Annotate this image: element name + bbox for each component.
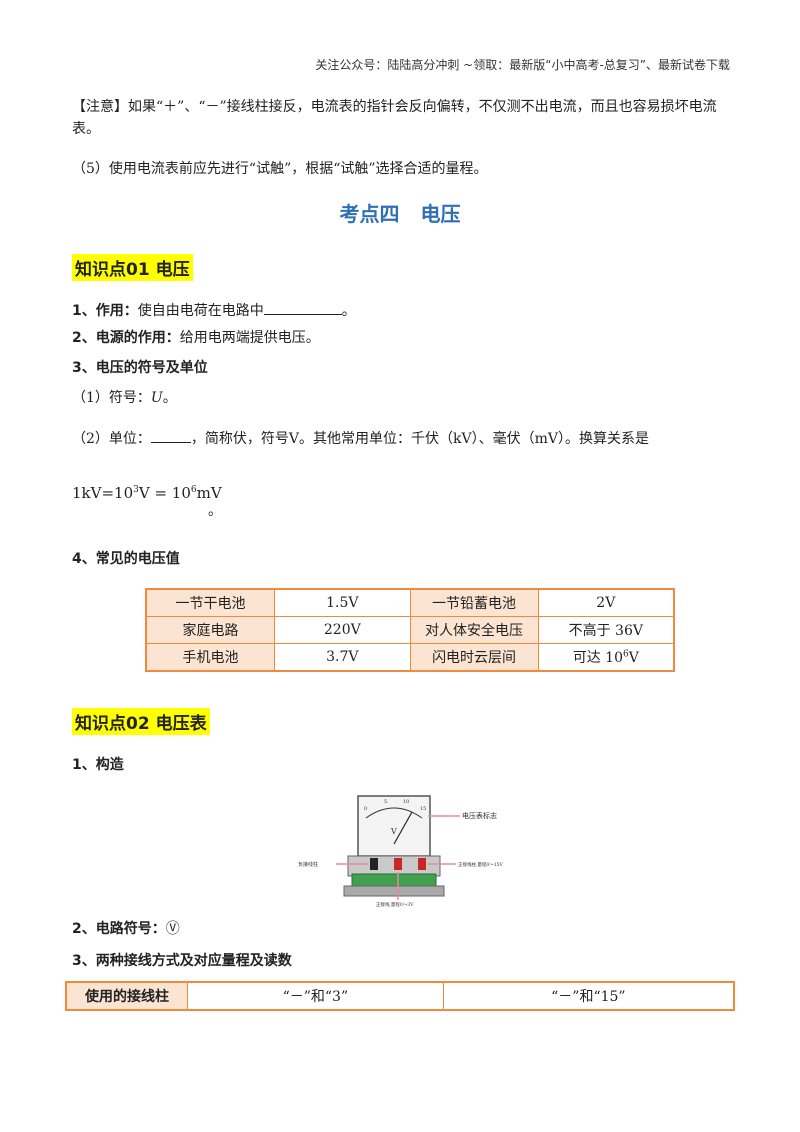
table-cell: 家庭电路 [145, 616, 276, 644]
kp2-item2-label: 2、电路符号： [72, 921, 166, 937]
scale-label-5: 5 [384, 799, 387, 805]
neg-label: 负接线柱 [298, 861, 318, 868]
fill-blank [263, 298, 342, 315]
table-cell: 闪电时云层间 [409, 643, 539, 672]
pos3-label: 正接线,量程0～3V [376, 901, 414, 908]
scale-label-15: 15 [420, 806, 426, 812]
voltmeter-figure: 0 5 10 15 V 电压表标志 负接线柱 正接线柱,量程0～15V 正接线,… [298, 795, 504, 908]
unit-line: （2）单位： ，简称伏，符号V。其他常用单位：千伏（kV）、毫伏（mV）。换算关系… [72, 426, 732, 450]
dial-face [357, 795, 431, 857]
table-cell: 使用的接线柱 [65, 981, 188, 1011]
pos15-label: 正接线柱,量程0～15V [458, 861, 504, 868]
unit-blank [150, 426, 191, 443]
kp1-item1-text: 使自由电荷在电路中 [137, 303, 264, 319]
kp2-item1: 1、构造 [72, 757, 124, 773]
negative-terminal [370, 858, 378, 870]
kp2-item2: 2、电路符号：Ⓥ [72, 918, 732, 940]
kp1-item2: 2、电源的作用：给用电两端提供电压。 [72, 327, 732, 349]
kp1-item2-label: 2、电源的作用： [72, 330, 180, 346]
symbol-value: U [150, 390, 163, 406]
table-cell: 1.5V [274, 588, 411, 617]
voltage-table: 一节干电池 1.5V 一节铅蓄电池 2V 家庭电路 220V 对人体安全电压 不… [145, 588, 675, 672]
kp1-item3: 3、电压的符号及单位 [72, 360, 208, 376]
kp2-heading: 知识点02 电压表 [72, 708, 210, 735]
table-cell: 220V [274, 616, 411, 644]
conversion-formula: 1kV=103V = 106mV [72, 484, 222, 502]
page-header: 关注公众号：陆陆高分冲刺 ~领取：最新版“小中高考-总复习”、最新试卷下载 [315, 58, 730, 72]
formula-part-c: mV [196, 484, 222, 502]
table-cell: 一节铅蓄电池 [409, 588, 539, 617]
item5-paragraph: （5）使用电流表前应先进行“试触”，根据“试触”选择合适的量程。 [72, 161, 488, 177]
table-cell: 手机电池 [145, 643, 276, 672]
kp1-item1: 1、作用：使自由电荷在电路中 。 [72, 298, 732, 322]
table-row: 手机电池 3.7V 闪电时云层间 可达 106V [145, 643, 675, 672]
table-row: 一节干电池 1.5V 一节铅蓄电池 2V [145, 588, 675, 617]
formula-part-a: 1kV=10 [72, 484, 134, 502]
kp1-item4: 4、常见的电压值 [72, 551, 180, 567]
terminal-15v [418, 858, 426, 870]
scale-label-0: 0 [364, 806, 367, 812]
formula-exp2: 6 [190, 485, 197, 495]
lightning-exp: 6 [623, 649, 629, 660]
marker-label: 电压表标志 [462, 811, 497, 820]
table-cell: 3.7V [274, 643, 411, 672]
table-cell: 不高于 36V [537, 616, 675, 644]
note-label: 【注意】 [72, 99, 128, 115]
table-row: 使用的接线柱 “－”和“3” “－”和“15” [65, 981, 735, 1011]
dial-needle [393, 811, 413, 845]
table-cell-lightning: 可达 106V [537, 643, 675, 672]
note-text: 如果“＋”、“－”接线柱接反，电流表的指针会反向偏转，不仅测不出电流，而且也容易… [72, 99, 717, 137]
kp1-heading: 知识点01 电压 [72, 254, 193, 281]
table-cell: 2V [537, 588, 675, 617]
formula-end: 。 [208, 503, 222, 519]
dial-scale-arc [365, 807, 423, 819]
unit-prefix: （2）单位： [72, 431, 151, 447]
table-row: 家庭电路 220V 对人体安全电压 不高于 36V [145, 616, 675, 644]
symbol-line: （1）符号：U。 [72, 387, 732, 409]
table-cell: “－”和“3” [187, 981, 444, 1011]
voltmeter-symbol-icon: Ⓥ [165, 921, 180, 937]
note-paragraph: 【注意】如果“＋”、“－”接线柱接反，电流表的指针会反向偏转，不仅测不出电流，而… [72, 96, 732, 140]
kp2-item3: 3、两种接线方式及对应量程及读数 [72, 953, 292, 969]
terminal-3v [394, 858, 402, 870]
formula-part-b: V = 10 [138, 484, 191, 502]
unit-text: ，简称伏，符号V。其他常用单位：千伏（kV）、毫伏（mV）。换算关系是 [190, 431, 650, 447]
lightning-value: 可达 10 [572, 650, 623, 666]
kp1-item1-label: 1、作用： [72, 303, 138, 319]
dial-v-mark: V [390, 827, 397, 836]
section-title: 考点四 电压 [339, 202, 461, 226]
connection-table: 使用的接线柱 “－”和“3” “－”和“15” [65, 981, 735, 1011]
voltmeter-base-bottom [343, 885, 445, 897]
lightning-unit: V [628, 650, 639, 666]
table-cell: “－”和“15” [442, 981, 735, 1011]
scale-label-10: 10 [403, 799, 409, 805]
formula-exp1: 3 [133, 485, 139, 495]
kp1-item2-text: 给用电两端提供电压。 [179, 330, 320, 346]
table-cell: 一节干电池 [145, 588, 276, 617]
symbol-end: 。 [162, 390, 177, 406]
symbol-prefix: （1）符号： [72, 390, 151, 406]
table-cell: 对人体安全电压 [409, 616, 539, 644]
kp1-item1-end: 。 [341, 303, 356, 319]
